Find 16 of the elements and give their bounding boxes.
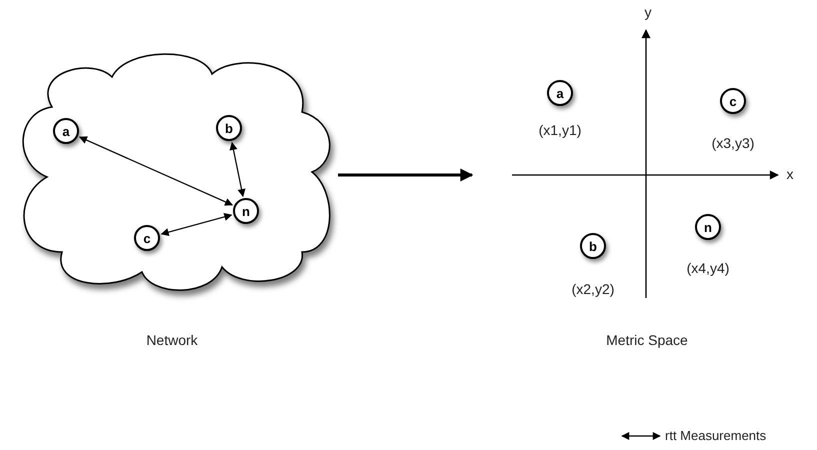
panel-caption: Metric Space [606,332,688,348]
double-arrow [230,142,246,198]
node-caption: (x2,y2) [572,281,614,297]
double-arrow [160,212,232,236]
legend-label: rtt Measurements [665,428,766,443]
node-circle: b [580,233,606,259]
node-caption: (x4,y4) [686,260,730,276]
axis-label: x [786,166,794,182]
node-circle: n [695,214,721,240]
node-caption: Network [146,332,198,348]
axis-label: y [644,4,652,20]
node-caption: (x3,y3) [712,135,754,151]
node-circle: a [547,80,573,106]
double-arrow [78,136,234,206]
node-circle: c [720,88,746,114]
node-caption: (x1,y1) [538,122,582,138]
